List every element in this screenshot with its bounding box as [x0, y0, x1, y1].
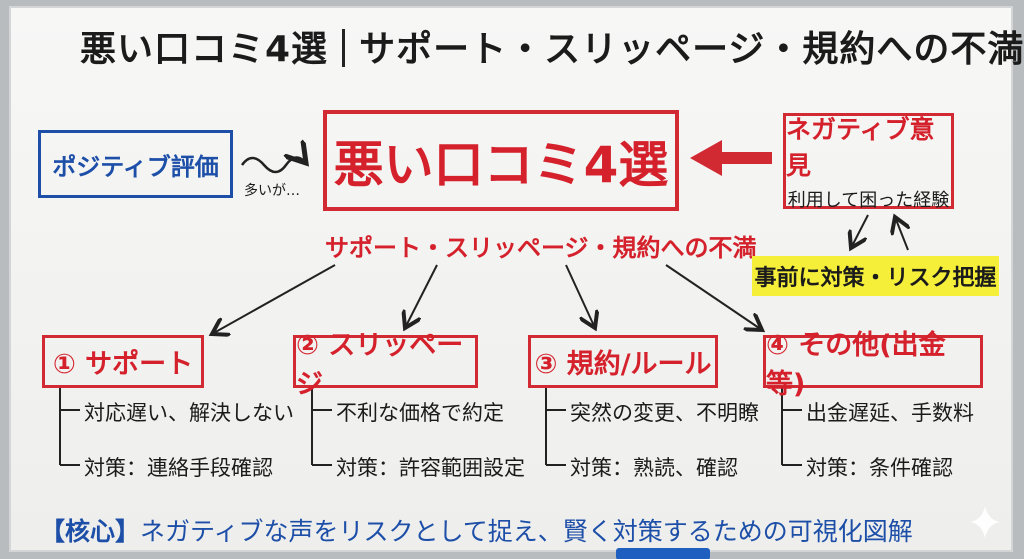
bracket-3 — [545, 388, 566, 466]
footer-summary: 【核心】ネガティブな声をリスクとして捉え、賢く対策するための可視化図解 — [40, 512, 913, 548]
footer-text: ネガティブな声をリスクとして捉え、賢く対策するための可視化図解 — [140, 517, 913, 546]
wavy-arrow — [240, 157, 306, 174]
bracket-1 — [59, 388, 80, 466]
arrow-cat-2 — [405, 264, 438, 328]
arrow-from-yellow — [895, 217, 908, 251]
footer-tag: 【核心】 — [40, 517, 141, 546]
list-item: 対策：熟読、確認 — [570, 456, 738, 480]
negative-sub: 利用して困った経験 — [787, 190, 950, 211]
category-terms: ③ 規約/ルール — [528, 335, 718, 388]
list-item: 対策：連絡手段確認 — [84, 456, 273, 480]
arrow-cat-3 — [565, 264, 595, 328]
subtitle: サポート・スリッページ・規約への不満 — [325, 234, 757, 262]
category-label: ② スリッページ — [296, 329, 464, 400]
category-other: ④ その他(出金等) — [763, 330, 983, 400]
sparkle-icon — [970, 506, 1000, 538]
arrow-to-yellow — [851, 214, 869, 248]
red-arrow-head — [690, 140, 722, 176]
list-item: 対策：許容範囲設定 — [336, 456, 525, 480]
category-label: ① サポート — [52, 349, 194, 380]
list-item: 対応遅い、解決しない — [84, 401, 294, 425]
negative-box: ネガティブ意見 利用して困った経験 — [783, 113, 954, 211]
highlight-note: 事前に対策・リスク把握 — [752, 256, 999, 296]
arrow-cat-4 — [665, 264, 762, 330]
category-label: ③ 規約/ルール — [534, 349, 712, 380]
category-support: ① サポート — [42, 335, 204, 388]
title-right: サポート・スリッページ・規約への不満 — [359, 29, 1024, 70]
category-slippage: ② スリッページ — [293, 330, 478, 400]
category-label: ④ その他(出金等) — [766, 329, 946, 400]
list-item: 不利な価格で約定 — [336, 401, 504, 425]
list-item: 突然の変更、不明瞭 — [570, 401, 759, 425]
list-item: 対策：条件確認 — [806, 456, 953, 480]
main-box: 悪い口コミ4選 — [323, 110, 679, 211]
main-label: 悪い口コミ4選 — [333, 135, 669, 194]
arrow-cat-1 — [212, 264, 336, 334]
page-title: 悪い口コミ4選サポート・スリッページ・規約への不満 — [80, 20, 1024, 72]
highlight-text: 事前に対策・リスク把握 — [754, 266, 997, 291]
title-divider — [342, 29, 346, 67]
list-item: 出金遅延、手数料 — [806, 401, 974, 425]
bracket-2 — [311, 388, 332, 466]
bracket-4 — [781, 388, 802, 466]
positive-note: 多いが… — [244, 183, 300, 199]
positive-box: ポジティブ評価 — [38, 130, 233, 198]
positive-label: ポジティブ評価 — [52, 152, 219, 181]
title-left: 悪い口コミ4選 — [80, 29, 329, 70]
marker-pen — [616, 548, 710, 559]
negative-label: ネガティブ意見 — [786, 115, 935, 180]
